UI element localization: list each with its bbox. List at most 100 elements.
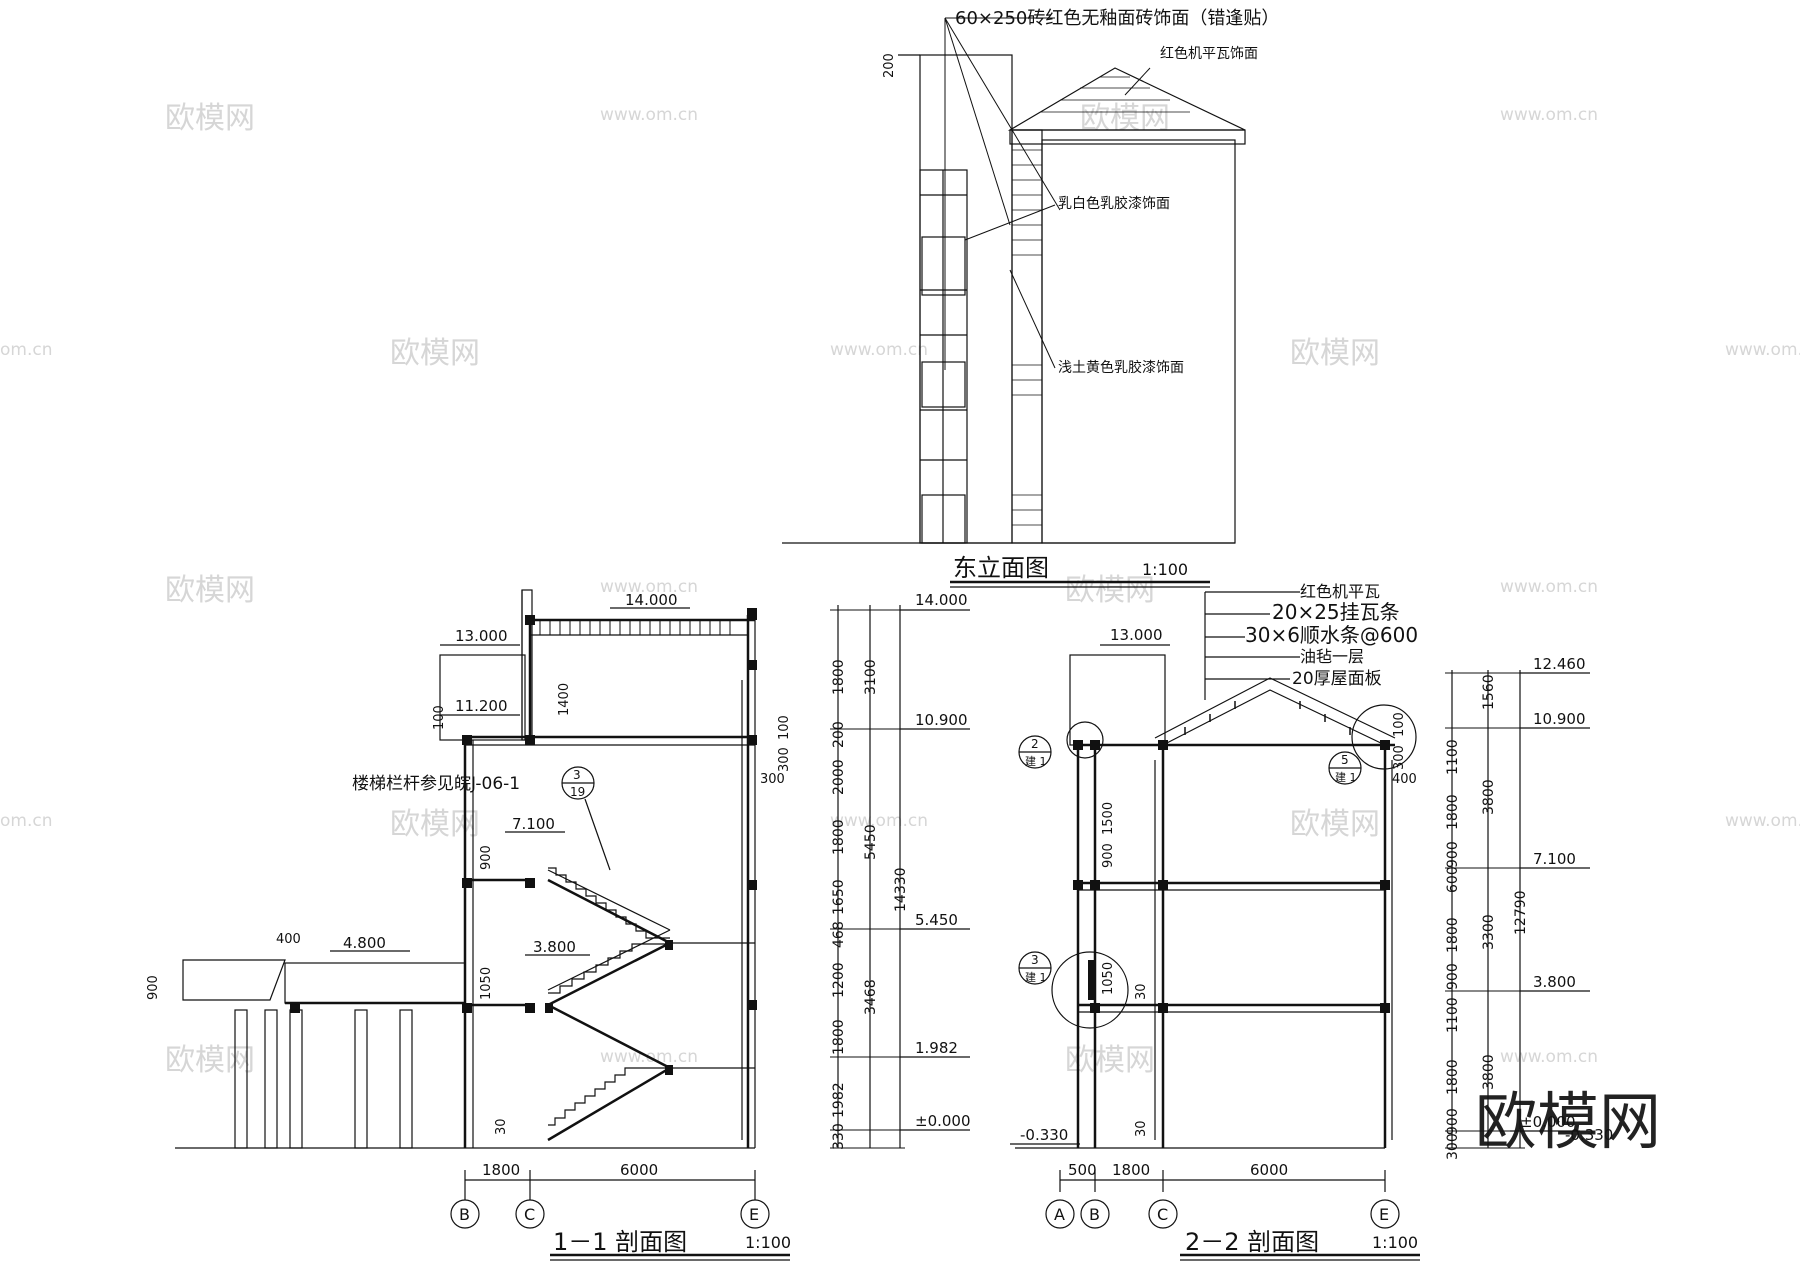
section-2-title: 2－2 剖面图	[1185, 1228, 1319, 1256]
axis-label: C	[1157, 1205, 1168, 1224]
eaves	[1009, 129, 1246, 145]
dim-value: 1800	[482, 1161, 520, 1179]
dim-value: 400	[1392, 772, 1417, 787]
dim-value: 30	[1134, 983, 1149, 1000]
watermark-site: www.om.cn	[1500, 105, 1598, 125]
level-label: 3.800	[1533, 973, 1576, 991]
watermark-brand: 欧模网	[165, 573, 255, 608]
level-label: 7.100	[512, 815, 555, 833]
axis-bubble	[740, 1199, 770, 1229]
dim-value: 1800	[1445, 917, 1461, 953]
brick-band-left	[921, 236, 966, 544]
axis-label: E	[749, 1205, 759, 1224]
watermark-site: www.om.cn	[830, 340, 928, 360]
note-earth-yellow: 浅土黄色乳胶漆饰面	[1058, 359, 1184, 376]
dim-value: 1800	[831, 1019, 847, 1055]
section-1-scale: 1:100	[745, 1233, 791, 1252]
watermark-site: www.om.cn	[1725, 340, 1800, 360]
dim-value: 330	[831, 1123, 847, 1150]
dim-value: 12790	[1513, 890, 1529, 935]
watermark-site: www.om.cn	[600, 577, 698, 597]
level-label: 14.000	[915, 591, 968, 609]
east-elevation-scale: 1:100	[1142, 560, 1188, 579]
dim-value: 3100	[863, 659, 879, 695]
dim-value: 1100	[1445, 997, 1461, 1033]
dim-value: 468	[831, 921, 847, 948]
dim-value: 3300	[1481, 914, 1497, 950]
watermark-site: om.cn	[0, 811, 53, 831]
roof-layer-label: 油毡一层	[1300, 647, 1364, 666]
east-elevation-title: 东立面图	[953, 554, 1049, 582]
detail-sheet: 建 1	[1025, 970, 1047, 984]
dim-value: 1800	[831, 659, 847, 695]
dim-value: 1200	[831, 962, 847, 998]
level-marks-right: 14.000 10.900 5.450 1.982 ±0.000	[900, 591, 971, 1131]
watermark-brand: 欧模网	[1290, 807, 1380, 842]
dim-parapet: 200	[882, 53, 897, 78]
level-label: 13.000	[455, 627, 508, 645]
dim-value: 900	[1445, 1108, 1461, 1135]
axis-bubbles: A B C E	[1045, 1199, 1400, 1229]
axis-label: B	[1089, 1205, 1100, 1224]
roof-layers: 红色机平瓦 20×25挂瓦条 30×6顺水条@600 油毡一层 20厚屋面板	[1205, 582, 1418, 689]
level-label: 10.900	[915, 711, 968, 729]
watermark-brand: 欧模网	[1065, 1043, 1155, 1078]
roof-layer-label: 20×25挂瓦条	[1272, 600, 1400, 624]
note-brick-finish: 60×250砖红色无釉面砖饰面（错逢贴）	[955, 8, 1279, 29]
level-label: 3.800	[533, 938, 576, 956]
level-label: ±0.000	[915, 1112, 971, 1130]
porch-canopy	[182, 959, 286, 1001]
dim-value: 1050	[1101, 962, 1116, 995]
level-label: 13.000	[1110, 626, 1163, 644]
detail-sheet: 建 1	[1025, 754, 1047, 768]
detail-circle	[1051, 951, 1129, 1029]
axis-bubble	[1370, 1199, 1400, 1229]
dim-value: 300	[1392, 745, 1407, 770]
detail-number: 5	[1341, 753, 1349, 767]
roof-layer-label: 红色机平瓦	[1300, 582, 1380, 601]
dim-value: 3468	[863, 979, 879, 1015]
brick-pier	[1011, 129, 1043, 544]
level-label: -0.330	[1565, 1126, 1613, 1144]
level-label: 7.100	[1533, 850, 1576, 868]
dim-value: 30	[494, 1118, 509, 1135]
watermark-brand: 欧模网	[165, 101, 255, 136]
watermark-site: www.om.cn	[1725, 811, 1800, 831]
axis-label: A	[1054, 1205, 1065, 1224]
dim-value: 3800	[1481, 1054, 1497, 1090]
level-label: 11.200	[455, 697, 508, 715]
dim-value: 400	[276, 932, 301, 947]
level-label: 4.800	[343, 934, 386, 952]
note-roof-tile: 红色机平瓦饰面	[1160, 45, 1258, 62]
detail-number: 3	[573, 768, 581, 782]
watermark-brand: 欧模网	[390, 807, 480, 842]
structural-columns	[1073, 740, 1390, 1013]
axis-bubbles: B C E	[450, 1192, 770, 1229]
detail-number: 2	[1031, 737, 1039, 751]
dim-chain-inner: 1800 200 2000 1800 1650 468 1200 1800 19…	[831, 659, 847, 1150]
dim-value: 30	[1134, 1120, 1149, 1137]
section-1-title: 1－1 剖面图	[553, 1228, 687, 1256]
axis-bubble	[1148, 1199, 1178, 1229]
detail-circle	[1066, 721, 1104, 759]
gable-roof	[1154, 677, 1396, 739]
watermarks: 欧模网 www.om.cn 欧模网 www.om.cn om.cn 欧模网 ww…	[0, 101, 1800, 1158]
dim-value: 1400	[557, 683, 572, 716]
watermark-site: www.om.cn	[1500, 577, 1598, 597]
axis-label: E	[1379, 1205, 1389, 1224]
dim-chain-totals: 1560 3800 3300 3800 12790	[1481, 674, 1529, 1090]
dim-value: 1050	[479, 967, 494, 1000]
level-label: ±0.000	[1520, 1113, 1576, 1131]
dim-value: 100	[777, 715, 792, 740]
detail-callouts: 2 建 1 3 建 1 5 建 1	[1018, 735, 1362, 985]
axis-bubble	[1045, 1199, 1075, 1229]
note-milk-white: 乳白色乳胶漆饰面	[1058, 195, 1170, 212]
dim-value: 300	[1445, 1133, 1461, 1160]
detail-sheet: 19	[570, 785, 585, 799]
dim-value: 900	[1101, 843, 1116, 868]
stair-tower	[919, 54, 1013, 544]
watermark-site: om.cn	[0, 340, 53, 360]
axis-label: B	[459, 1205, 470, 1224]
level-label: 12.460	[1533, 655, 1586, 673]
level-marks-left: 14.000 13.000 11.200 7.100 4.800 3.800	[330, 591, 690, 956]
